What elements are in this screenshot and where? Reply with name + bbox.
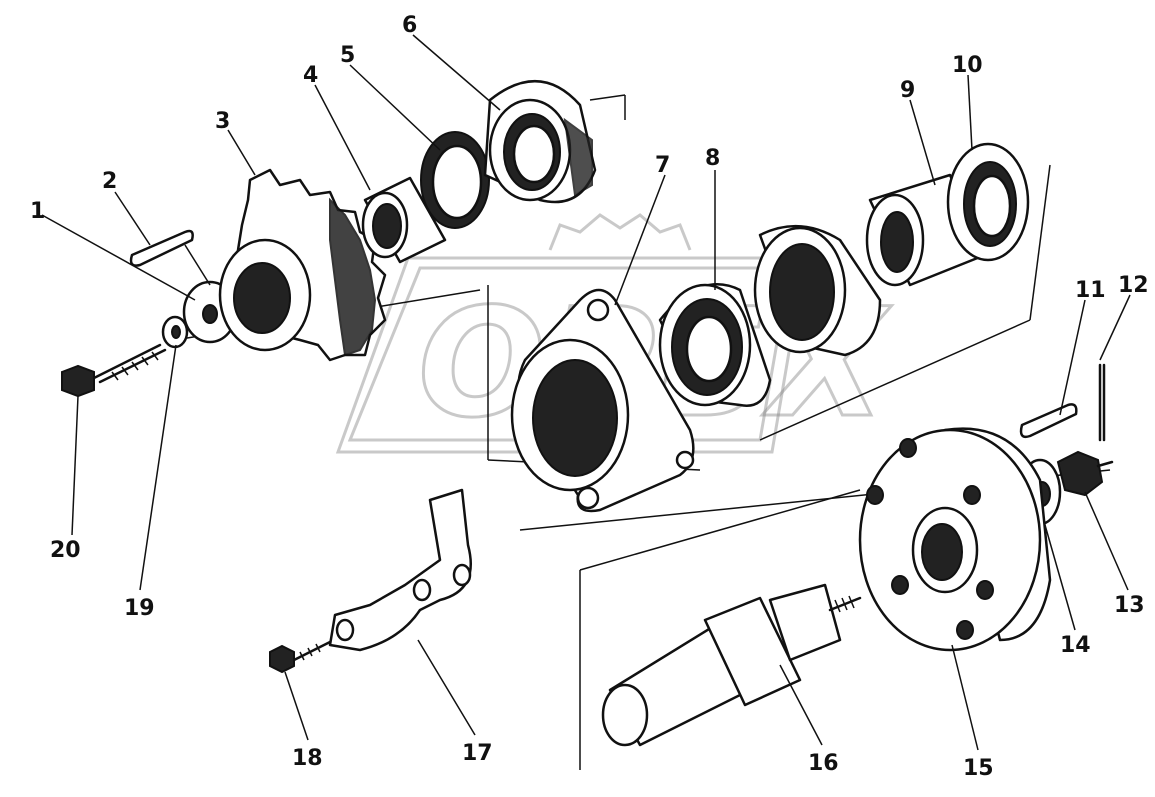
part-13-nut bbox=[1056, 450, 1114, 497]
callout-3: 3 bbox=[215, 109, 230, 134]
callout-7: 7 bbox=[655, 153, 670, 178]
part-7-housing bbox=[510, 288, 695, 513]
callout-1: 1 bbox=[30, 199, 45, 224]
seal-cup bbox=[753, 224, 882, 357]
part-2-key bbox=[129, 229, 194, 267]
callout-12: 12 bbox=[1118, 273, 1149, 298]
callout-5: 5 bbox=[340, 43, 355, 68]
callout-6: 6 bbox=[402, 13, 417, 38]
part-19-washer bbox=[161, 315, 189, 349]
part-10-ring bbox=[946, 142, 1030, 262]
part-8-bearing bbox=[658, 283, 772, 407]
part-4-bushing bbox=[361, 176, 447, 264]
callout-9: 9 bbox=[900, 78, 915, 103]
part-6-cup bbox=[483, 79, 597, 204]
callout-18: 18 bbox=[292, 746, 323, 771]
part-20-bolt bbox=[61, 343, 167, 398]
callout-14: 14 bbox=[1060, 633, 1091, 658]
part-11-key bbox=[1019, 403, 1078, 439]
callout-17: 17 bbox=[462, 741, 493, 766]
part-12-pin bbox=[1098, 363, 1106, 442]
part-15-flange bbox=[858, 427, 1052, 652]
callout-20: 20 bbox=[50, 538, 81, 563]
callout-4: 4 bbox=[303, 63, 318, 88]
part-18-bolt bbox=[269, 640, 332, 674]
callout-11: 11 bbox=[1075, 278, 1106, 303]
callout-16: 16 bbox=[808, 751, 839, 776]
leader-lines bbox=[41, 34, 1131, 751]
part-16-shaft bbox=[601, 583, 862, 747]
callout-labels: 1 2 3 4 5 6 7 8 9 10 11 12 13 14 15 16 1… bbox=[30, 13, 1149, 781]
callout-13: 13 bbox=[1114, 593, 1145, 618]
part-3-sprocket bbox=[218, 168, 387, 362]
callout-10: 10 bbox=[952, 53, 983, 78]
part-9-collar bbox=[865, 173, 987, 287]
part-5-ring bbox=[420, 131, 490, 229]
callout-2: 2 bbox=[102, 169, 117, 194]
callout-19: 19 bbox=[124, 596, 155, 621]
callout-8: 8 bbox=[705, 146, 720, 171]
callout-15: 15 bbox=[963, 756, 994, 781]
part-17-strap bbox=[328, 488, 473, 652]
